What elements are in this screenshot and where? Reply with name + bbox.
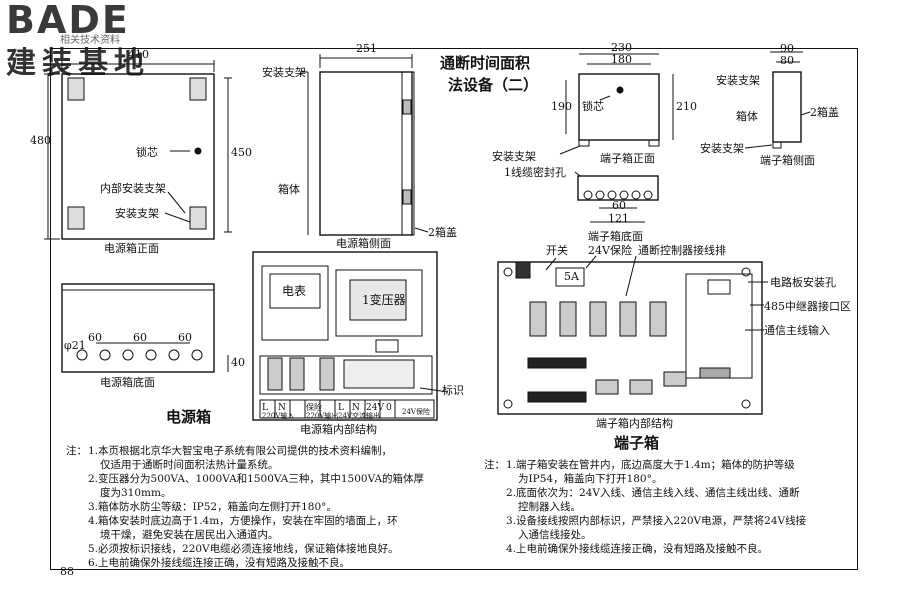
comm-in-label: 通信主线输入 bbox=[764, 324, 830, 337]
note-line: 6.上电前确保外接线缆连接正确，没有短路及接触不良。 bbox=[88, 557, 351, 569]
term-bracket-label: 安装支架 bbox=[492, 150, 536, 163]
term-side-caption: 端子箱侧面 bbox=[760, 154, 815, 167]
term-internal-caption: 端子箱内部结构 bbox=[596, 417, 673, 430]
repeater-label: 485中继器接口区 bbox=[764, 300, 851, 313]
power-front-caption: 电源箱正面 bbox=[104, 242, 159, 255]
terminal-label: L bbox=[262, 403, 268, 413]
terminal-label: 保险 bbox=[306, 403, 322, 412]
page-number: 88 bbox=[60, 565, 74, 578]
power-inner-bracket-label: 内部安装支架 bbox=[100, 182, 166, 195]
power-lock-label: 锁芯 bbox=[136, 146, 158, 159]
term-side-bracket-label-2: 安装支架 bbox=[700, 142, 744, 155]
terminal-label: 24V保险 bbox=[402, 408, 430, 416]
fuse-value: 5A bbox=[564, 270, 579, 283]
power-front-height-outer: 480 bbox=[30, 134, 51, 147]
ctrl-bar-label: 通断控制器接线排 bbox=[638, 244, 726, 257]
switch-label: 开关 bbox=[546, 244, 568, 257]
power-bottom-dim-3: 60 bbox=[178, 331, 192, 344]
note-line: 度为310mm。 bbox=[100, 487, 172, 499]
terminal-label: 220V输入 bbox=[262, 412, 295, 420]
power-section-title: 电源箱 bbox=[166, 408, 212, 426]
brand-logo: BADE bbox=[6, 0, 130, 42]
power-notes-head: 注： bbox=[66, 445, 87, 457]
terminal-label: 0 bbox=[386, 403, 392, 413]
note-line: 1.端子箱安装在管井内，底边高度大于1.4m；箱体的防护等级 bbox=[506, 459, 795, 471]
terminal-label: N bbox=[278, 403, 286, 413]
note-line: 境干燥，避免安装在居民出入通道内。 bbox=[100, 529, 279, 541]
term-front-h-outer: 210 bbox=[676, 100, 697, 113]
note-line: 4.上电前确保外接线缆连接正确，没有短路及接触不良。 bbox=[506, 543, 769, 555]
note-line: 2.底面依次为：24V入线、通信主线入线、通信主线出线、通断 bbox=[506, 487, 800, 499]
term-lock-label: 锁芯 bbox=[582, 100, 604, 113]
note-line: 入通信线接处。 bbox=[518, 529, 592, 541]
terminal-label: 220V输出 bbox=[306, 412, 339, 420]
term-side-bracket-label: 安装支架 bbox=[716, 74, 760, 87]
term-bottom-dim2: 121 bbox=[608, 212, 629, 225]
term-notes-head: 注： bbox=[484, 459, 505, 471]
board-hole-label: 电路板安装孔 bbox=[770, 276, 836, 289]
power-bottom-caption: 电源箱底面 bbox=[100, 376, 155, 389]
page-title-line2: 法设备（二） bbox=[448, 76, 539, 94]
power-bracket-label: 安装支架 bbox=[115, 207, 159, 220]
power-bottom-dim-1: 60 bbox=[88, 331, 102, 344]
term-section-title: 端子箱 bbox=[614, 434, 660, 452]
brand-tagline: 相关技术资料 bbox=[60, 35, 120, 46]
term-bottom-dim1: 60 bbox=[612, 199, 626, 212]
meter-label: 电表 bbox=[282, 284, 307, 298]
power-side-bracket-label: 安装支架 bbox=[262, 66, 306, 79]
terminal-label: L bbox=[338, 403, 344, 413]
fuse-label: 24V保险 bbox=[588, 244, 632, 257]
term-front-w-inner: 180 bbox=[611, 53, 632, 66]
note-line: 仅适用于通断时间面积法热计量系统。 bbox=[100, 459, 279, 471]
note-line: 5.必须按标识接线，220V电缆必须连接地线，保证箱体接地良好。 bbox=[88, 543, 399, 555]
power-side-lid-label: 2箱盖 bbox=[428, 226, 457, 239]
mark-label: 标识 bbox=[442, 384, 464, 397]
page-title-line1: 通断时间面积 bbox=[440, 54, 531, 72]
note-line: 3.设备接线按照内部标识，严禁接入220V电源，严禁将24V线接 bbox=[506, 515, 807, 527]
power-front-width: 410 bbox=[128, 48, 149, 61]
note-line: 4.箱体安装时底边高于1.4m，方便操作，安装在牢固的墙面上，环 bbox=[88, 515, 398, 527]
term-side-lid-label: 2箱盖 bbox=[810, 106, 839, 119]
term-front-w-outer: 230 bbox=[611, 41, 632, 54]
transformer-label: 1变压器 bbox=[362, 293, 406, 307]
terminal-label: 24V bbox=[366, 403, 384, 413]
terminal-label: 24V交流输出 bbox=[338, 412, 380, 420]
term-seal-label: 1线缆密封孔 bbox=[504, 166, 566, 179]
power-internal-caption: 电源箱内部结构 bbox=[300, 423, 377, 436]
note-line: 3.箱体防水防尘等级：IP52，箱盖向左侧打开180°。 bbox=[88, 501, 337, 513]
term-front-caption: 端子箱正面 bbox=[600, 152, 655, 165]
term-side-w-outer: 90 bbox=[780, 42, 794, 55]
power-side-caption: 电源箱侧面 bbox=[336, 237, 391, 250]
term-side-body-label: 箱体 bbox=[736, 110, 758, 123]
term-bottom-caption: 端子箱底面 bbox=[588, 230, 643, 243]
terminal-label: N bbox=[352, 403, 360, 413]
drawing-frame bbox=[50, 48, 858, 570]
power-bottom-dim-2: 60 bbox=[133, 331, 147, 344]
term-front-h-inner: 190 bbox=[551, 100, 572, 113]
power-bottom-depth: 40 bbox=[231, 356, 245, 369]
power-bottom-hole: φ21 bbox=[64, 339, 86, 352]
note-line: 控制器入线。 bbox=[518, 501, 581, 513]
power-side-width: 251 bbox=[356, 42, 377, 55]
note-line: 1.本页根据北京华大智宝电子系统有限公司提供的技术资料编制， bbox=[88, 445, 393, 457]
power-front-height-inner: 450 bbox=[231, 146, 252, 159]
note-line: 2.变压器分为500VA、1000VA和1500VA三种，其中1500VA的箱体… bbox=[88, 473, 425, 485]
note-line: 为IP54，箱盖向下打开180°。 bbox=[518, 473, 663, 485]
term-side-w-inner: 80 bbox=[780, 54, 794, 67]
power-side-body-label: 箱体 bbox=[278, 183, 300, 196]
